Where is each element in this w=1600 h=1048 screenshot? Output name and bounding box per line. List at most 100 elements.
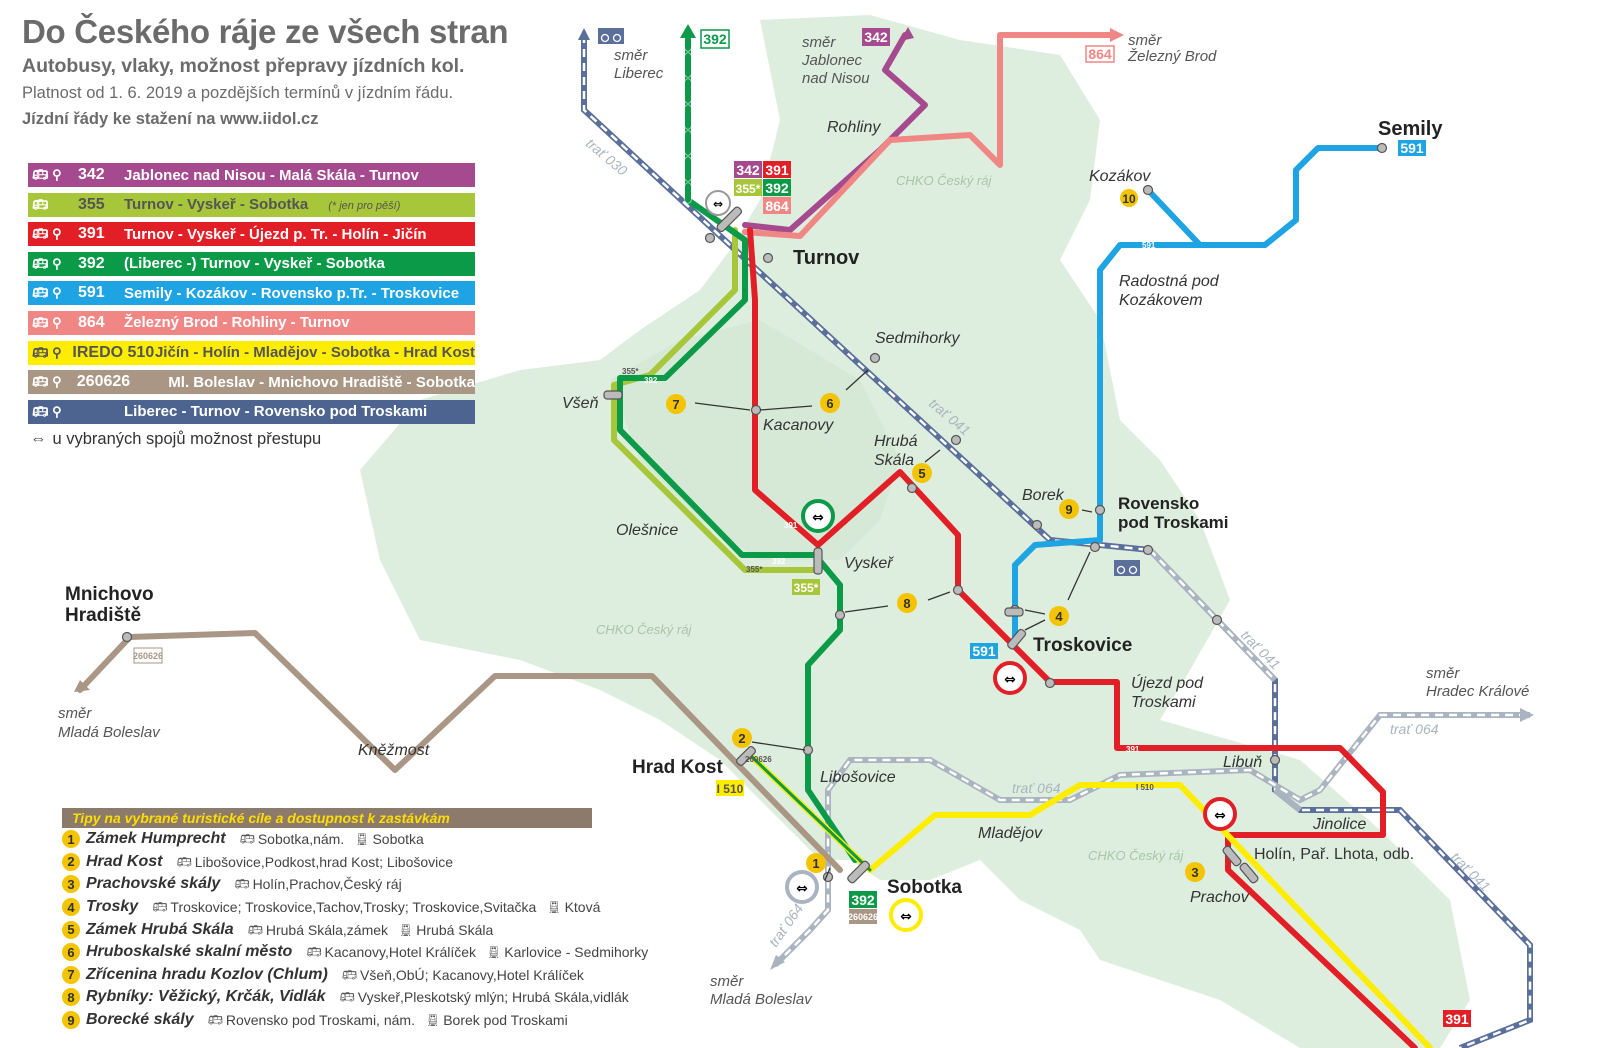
bus-icon: 🚌︎ ⚲	[32, 226, 62, 242]
legend-row: 🚌︎ ⚲ 391 Turnov - Vyskeř - Újezd p. Tr. - …	[28, 222, 475, 247]
label-sobotka: Sobotka	[887, 877, 962, 898]
badge-864-turnov: 864	[763, 197, 791, 214]
badge-342-turnov: 342	[734, 161, 762, 178]
label-rohliny: Rohliny	[827, 119, 881, 136]
bike-icons	[598, 28, 1140, 576]
train-icon: 🚆︎	[398, 922, 414, 937]
svg-text:I 510: I 510	[717, 782, 744, 796]
svg-text:směr: směr	[1128, 32, 1162, 49]
transfer-icon: ⇔	[801, 499, 835, 533]
train-icon: 🚆︎	[546, 900, 562, 915]
tip-marker-8: 8	[897, 593, 917, 613]
badge-kozakov-10: 10	[1120, 189, 1138, 207]
pointer-arrows	[694, 369, 1093, 881]
tip-marker-4: 4	[1049, 606, 1069, 626]
label-knezmost: Kněžmost	[358, 742, 430, 759]
legend-row: 🚌︎ ⚲392(Liberec -) Turnov - Vyskeř - Sob…	[28, 251, 475, 276]
tip-name: Prachovské skály	[86, 875, 221, 893]
label-libun: Libuň	[1223, 754, 1262, 771]
svg-text:⇔: ⇔	[812, 510, 824, 526]
bus-icon: 🚌︎	[234, 877, 250, 892]
bus-lines	[77, 26, 1433, 1048]
legend-route-number: 591	[78, 284, 105, 302]
svg-text:Liberec: Liberec	[614, 65, 664, 82]
svg-text:trať 064: trať 064	[1390, 721, 1439, 737]
tip-name: Zřícenina hradu Kozlov (Chlum)	[86, 965, 328, 983]
legend-note: (* jen pro pěší)	[328, 200, 401, 213]
svg-text:⇔: ⇔	[1004, 672, 1016, 688]
legend-route-number: 355	[78, 195, 105, 213]
legend-route-text: Jičín - Holín - Mladějov - Sobotka - Hra…	[154, 344, 475, 362]
bus-icon: 🚌︎	[152, 900, 168, 915]
svg-text:I 510: I 510	[1136, 783, 1154, 792]
tip-name: Trosky	[86, 898, 139, 916]
badge-510-kost: I 510	[716, 780, 744, 796]
label-mnichovo: Mnichovo	[65, 584, 154, 605]
svg-text:směr: směr	[58, 705, 92, 722]
tip-number: 5	[62, 920, 80, 939]
bus-icon: 🚌︎ ⚲	[32, 314, 62, 330]
transfer-icon: ⇔	[705, 190, 731, 216]
svg-text:Mladá Boleslav: Mladá Boleslav	[710, 991, 813, 1008]
legend-route-text: Ml. Boleslav - Mnichovo Hradiště - Sobot…	[168, 373, 475, 391]
svg-text:342: 342	[864, 29, 888, 45]
transfer-icon: ⇔	[785, 870, 819, 904]
svg-text:směr: směr	[710, 973, 744, 990]
tip-train-stops: Hrubá Skála	[416, 921, 494, 938]
transfer-icon: ⇔	[889, 898, 923, 932]
tip-name: Hruboskalské skalní město	[86, 943, 293, 961]
validity-text: Platnost od 1. 6. 2019 a pozdějších term…	[22, 84, 454, 102]
badge-392-sobotka: 392	[849, 891, 877, 908]
svg-text:260626: 260626	[133, 651, 163, 661]
train-icon: 🚆︎	[424, 1013, 441, 1028]
tip-marker-3: 3	[1185, 862, 1205, 882]
legend-route-text: Železný Brod - Rohliny - Turnov	[124, 314, 350, 332]
svg-text:směr: směr	[614, 47, 648, 64]
badge-355-vysker: 355*	[792, 579, 820, 595]
svg-text:Železný Brod: Železný Brod	[1127, 48, 1217, 65]
legend-route-text: Jablonec nad Nisou - Malá Skála - Turnov	[124, 166, 419, 184]
legend-route-text: Turnov - Vyskeř - Újezd p. Tr. - Holín -…	[124, 225, 427, 243]
badge-392-top: 392	[700, 29, 730, 49]
page-title: Do Českého ráje ze všech stran	[22, 13, 509, 50]
label-kozakov: Kozákov	[1089, 168, 1151, 185]
tip-marker-9: 9	[1059, 499, 1079, 519]
svg-text:864: 864	[765, 198, 789, 214]
svg-text:8: 8	[903, 596, 910, 611]
tip-name: Rybníky: Věžický, Krčák, Vidlák	[86, 988, 326, 1006]
label-prachov: Prachov	[1190, 889, 1250, 906]
svg-text:10: 10	[1122, 192, 1136, 206]
label-troskovice: Troskovice	[1033, 635, 1132, 656]
svg-text:2: 2	[738, 731, 745, 746]
label-libosovice: Libošovice	[820, 769, 896, 786]
label-ujezd-2: Troskami	[1131, 694, 1196, 711]
legend-route-number: 391	[78, 225, 105, 243]
svg-text:391: 391	[784, 521, 798, 530]
svg-text:Jablonec: Jablonec	[801, 52, 863, 69]
stops	[121, 142, 1388, 884]
badge-864-top: 864	[1085, 45, 1115, 63]
transfer-symbols: ⇔ ⇔ ⇔ ⇔ ⇔ ⇔	[705, 190, 1237, 932]
svg-text:392: 392	[851, 892, 875, 908]
download-link[interactable]: Jízdní řády ke stažení na www.iidol.cz	[22, 110, 319, 128]
label-hradkost: Hrad Kost	[632, 757, 723, 778]
tips-panel: Tipy na vybrané turistické cíle a dostup…	[62, 808, 648, 1031]
label-chko-1: CHKO Český ráj	[896, 173, 992, 188]
badge-391-end: 391	[1443, 1010, 1471, 1027]
bus-icon: 🚌︎	[176, 854, 192, 869]
svg-text:směr: směr	[802, 34, 836, 51]
label-kacanovy: Kacanovy	[763, 417, 834, 434]
label-vysker: Vyskeř	[844, 555, 894, 572]
legend-row: 🚌︎ ⚲Liberec - Turnov - Rovensko pod Tros…	[28, 399, 475, 424]
train-icon: 🚆︎	[486, 945, 502, 960]
label-ujezd: Újezd pod	[1131, 673, 1204, 692]
bike-icon	[1114, 560, 1140, 576]
label-hradiste: Hradiště	[65, 605, 141, 626]
